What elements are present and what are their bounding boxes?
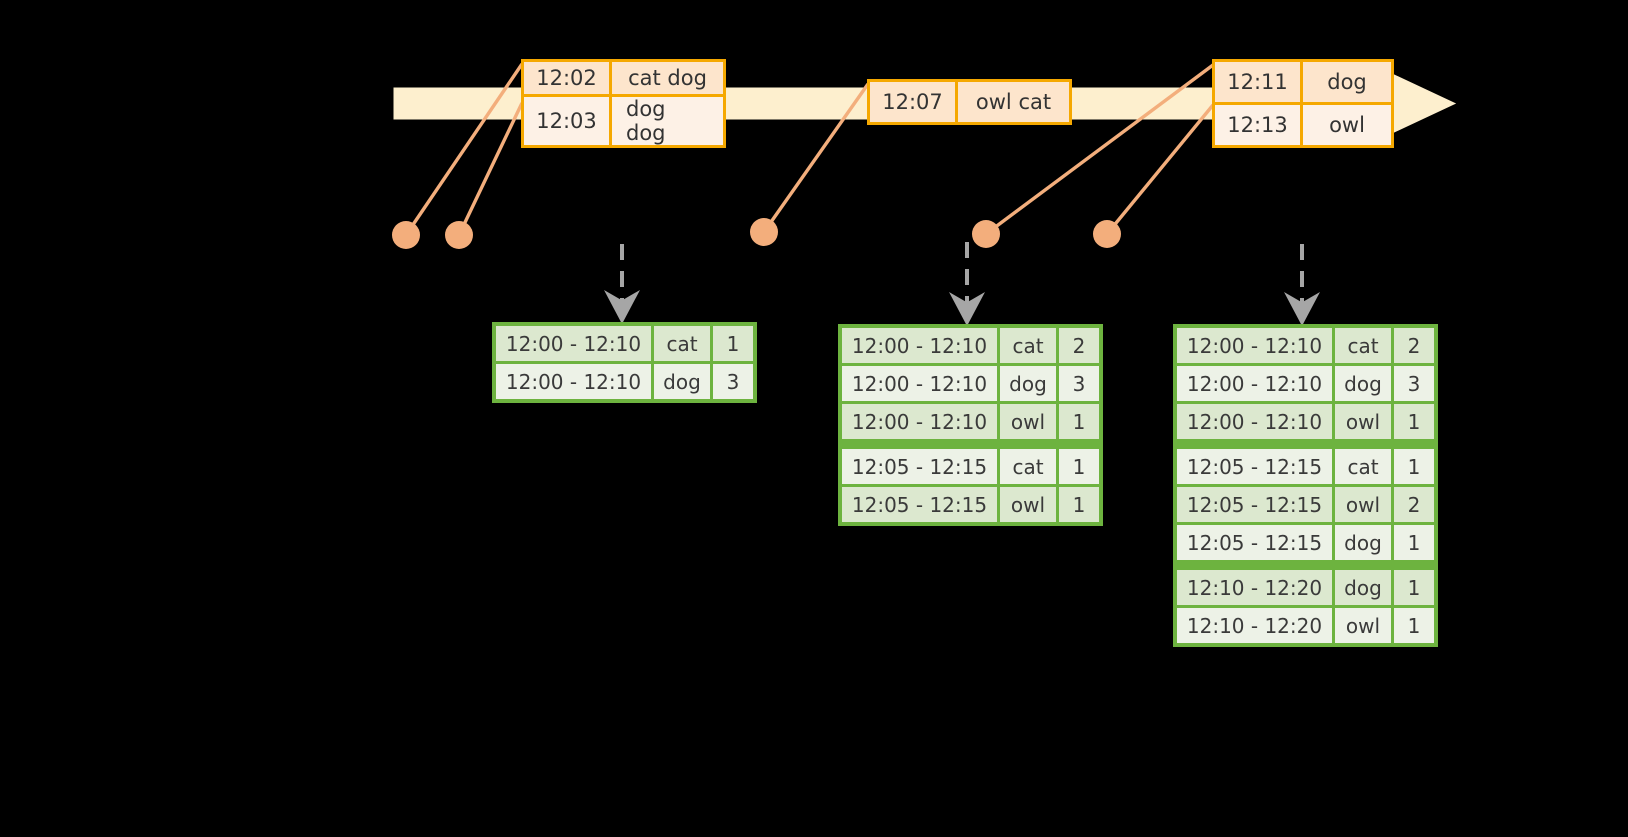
event-time: 12:11 [1215, 62, 1303, 102]
event-time: 12:07 [870, 82, 958, 122]
cell-window: 12:00 - 12:10 [842, 328, 997, 363]
cell-count: 2 [1059, 328, 1099, 363]
event-row: 12:03 dog dog [524, 94, 723, 145]
cell-word: cat [1000, 328, 1056, 363]
event-box-group-1: 12:02 cat dog 12:03 dog dog [521, 59, 726, 148]
cell-word: cat [1335, 449, 1391, 484]
cell-window: 12:05 - 12:15 [1177, 487, 1332, 522]
cell-count: 1 [1059, 487, 1099, 522]
cell-word: owl [1335, 487, 1391, 522]
connector-line-12-07 [762, 83, 870, 233]
cell-count: 2 [1394, 328, 1434, 363]
connector-lines [404, 63, 1215, 236]
cell-word: dog [1335, 366, 1391, 401]
cell-count: 1 [1394, 608, 1434, 643]
cell-count: 3 [1059, 366, 1099, 401]
cell-word: dog [1335, 525, 1391, 560]
dot-12-07 [750, 218, 778, 246]
event-time: 12:03 [524, 97, 612, 145]
window-group-separator [1177, 442, 1434, 446]
cell-count: 3 [713, 364, 753, 399]
cell-word: owl [1335, 404, 1391, 439]
cell-window: 12:00 - 12:10 [1177, 404, 1332, 439]
trigger-arrows [604, 242, 1320, 326]
cell-window: 12:00 - 12:10 [842, 366, 997, 401]
event-row: 12:13 owl [1215, 102, 1391, 145]
event-box-group-2: 12:07 owl cat [867, 79, 1072, 125]
connector-line-12-11 [984, 63, 1215, 236]
window-group-separator [842, 442, 1099, 446]
connector-line-12-03 [457, 102, 524, 236]
dot-12-03 [445, 221, 473, 249]
cell-window: 12:00 - 12:10 [1177, 366, 1332, 401]
dot-12-02 [392, 221, 420, 249]
event-time: 12:02 [524, 62, 612, 94]
connector-line-12-02 [404, 63, 524, 236]
window-group-separator [1177, 563, 1434, 567]
cell-word: owl [1000, 487, 1056, 522]
cell-window: 12:10 - 12:20 [1177, 608, 1332, 643]
cell-count: 1 [1394, 404, 1434, 439]
cell-window: 12:05 - 12:15 [1177, 525, 1332, 560]
cell-count: 1 [713, 326, 753, 361]
event-time: 12:13 [1215, 105, 1303, 145]
cell-count: 1 [1394, 449, 1434, 484]
event-words: owl [1303, 105, 1391, 145]
cell-word: dog [1335, 570, 1391, 605]
dot-12-13 [1093, 220, 1121, 248]
cell-window: 12:05 - 12:15 [1177, 449, 1332, 484]
cell-count: 1 [1394, 570, 1434, 605]
cell-count: 1 [1059, 404, 1099, 439]
event-row: 12:07 owl cat [870, 82, 1069, 122]
cell-word: cat [1000, 449, 1056, 484]
cell-word: owl [1335, 608, 1391, 643]
cell-count: 3 [1394, 366, 1434, 401]
cell-window: 12:00 - 12:10 [496, 326, 651, 361]
connector-dots [392, 218, 1121, 249]
event-words: dog [1303, 62, 1391, 102]
cell-window: 12:10 - 12:20 [1177, 570, 1332, 605]
cell-word: cat [1335, 328, 1391, 363]
event-row: 12:11 dog [1215, 62, 1391, 102]
cell-window: 12:00 - 12:10 [842, 404, 997, 439]
cell-window: 12:05 - 12:15 [842, 487, 997, 522]
dot-12-11 [972, 220, 1000, 248]
cell-count: 1 [1059, 449, 1099, 484]
cell-window: 12:00 - 12:10 [1177, 328, 1332, 363]
cell-window: 12:00 - 12:10 [496, 364, 651, 399]
cell-window: 12:05 - 12:15 [842, 449, 997, 484]
cell-count: 2 [1394, 487, 1434, 522]
cell-count: 1 [1394, 525, 1434, 560]
event-row: 12:02 cat dog [524, 62, 723, 94]
cell-word: owl [1000, 404, 1056, 439]
cell-word: dog [654, 364, 710, 399]
event-words: dog dog [612, 97, 723, 145]
event-box-group-3: 12:11 dog 12:13 owl [1212, 59, 1394, 148]
connector-line-12-13 [1105, 103, 1215, 236]
event-words: cat dog [612, 62, 723, 94]
cell-word: cat [654, 326, 710, 361]
cell-word: dog [1000, 366, 1056, 401]
event-words: owl cat [958, 82, 1069, 122]
